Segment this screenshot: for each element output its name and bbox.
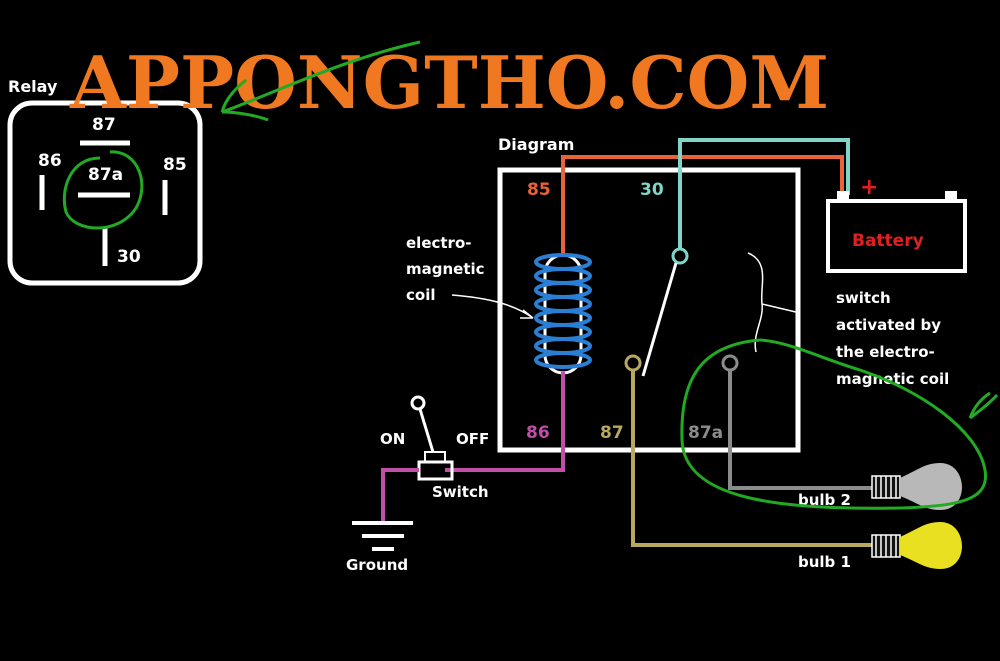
pin-85-label: 85 [527, 180, 551, 200]
pin-87-label: 87 [600, 423, 624, 443]
svg-text:electro-: electro- [406, 234, 471, 252]
diagram-title: Diagram [498, 135, 574, 154]
battery-plus-sign: + [860, 175, 878, 200]
relay-outline [7, 100, 203, 286]
battery-body [826, 199, 967, 273]
switch-note-caption: switch activated by the electro- magneti… [836, 289, 949, 388]
switch-note-bracket [747, 252, 801, 353]
relay-pin-86-label: 86 [38, 151, 62, 171]
relay-pin-87a-label: 87a [88, 165, 123, 185]
pin-87-terminal [624, 354, 642, 372]
bulb-2 [871, 463, 962, 510]
pin-87a-label: 87a [688, 423, 723, 443]
pin-30-terminal [671, 247, 689, 265]
bulb-1-glass [900, 522, 962, 569]
watermark-logo: APPONGTHO.COM [69, 40, 829, 125]
relay-pin-30-label: 30 [117, 247, 141, 267]
bulb-2-label: bulb 2 [798, 491, 851, 509]
svg-text:magnetic coil: magnetic coil [836, 370, 949, 388]
wire-85 [561, 155, 844, 255]
svg-text:switch: switch [836, 289, 891, 307]
svg-text:coil: coil [406, 286, 435, 304]
wire-86 [445, 372, 565, 472]
bulb-1-label: bulb 1 [798, 553, 851, 571]
relay-pinout: Relay 87 86 87a 85 30 [7, 77, 203, 286]
battery-negative-terminal [945, 191, 957, 201]
annotation-circle-87a [680, 338, 988, 510]
relay-pin-87-label: 87 [92, 115, 116, 135]
wire-87a [728, 370, 872, 490]
pin-86-label: 86 [526, 423, 550, 443]
relay-circuit: Diagram 85 30 electro- magnetic coil [346, 135, 999, 574]
wire-30 [678, 138, 850, 250]
switch-off-label: OFF [456, 430, 489, 448]
battery-positive-terminal [837, 191, 849, 201]
coil-pointer-arrow [451, 294, 534, 319]
coil-caption: electro- magnetic coil [406, 234, 485, 304]
bulb-1 [871, 522, 962, 569]
switch-on-label: ON [380, 430, 405, 448]
bulb-2-glass [900, 463, 962, 510]
relay-pin-85-label: 85 [163, 155, 187, 175]
pin-30-label: 30 [640, 180, 664, 200]
ground-label: Ground [346, 556, 408, 574]
annotation-arrow-top [220, 40, 421, 122]
relay-housing [497, 167, 801, 453]
svg-text:activated by: activated by [836, 316, 941, 334]
battery-label: Battery [852, 231, 924, 251]
pin-87a-terminal [721, 354, 739, 372]
switch-label: Switch [432, 483, 489, 501]
toggle-switch: ON OFF Switch [380, 395, 489, 501]
wire-ground [381, 468, 419, 522]
annotation-arrow-right [968, 391, 999, 420]
coil-winding [534, 253, 592, 369]
switch-lever [418, 408, 435, 453]
battery: Battery + [826, 175, 967, 273]
svg-text:the electro-: the electro- [836, 343, 935, 361]
switch-lever-knob [410, 395, 426, 411]
relay-title: Relay [8, 77, 58, 96]
ground-symbol [352, 521, 413, 551]
wire-87 [631, 370, 872, 547]
svg-text:magnetic: magnetic [406, 260, 485, 278]
switch-contact-arm [641, 262, 678, 377]
annotation-circle-87a [62, 150, 144, 230]
